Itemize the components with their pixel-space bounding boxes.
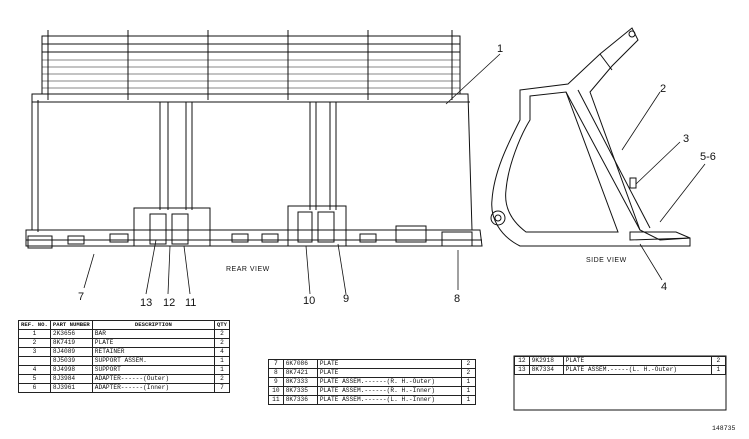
side-view-drawing xyxy=(490,27,691,247)
callout-2: 2 xyxy=(660,83,666,95)
table-header-row: REF. NO. PART NUMBER DESCRIPTION QTY xyxy=(18,320,231,330)
callout-11: 11 xyxy=(185,297,196,309)
header-desc: DESCRIPTION xyxy=(91,320,215,330)
side-view-label: SIDE VIEW xyxy=(586,257,627,264)
leader-lines xyxy=(83,53,706,295)
callout-12: 12 xyxy=(163,297,175,309)
header-qty: QTY xyxy=(213,320,231,330)
drawing-reference-number: 148735 xyxy=(712,425,736,432)
rear-view-label: REAR VIEW xyxy=(226,266,270,273)
rear-view-drawing xyxy=(25,30,483,249)
header-ref: REF. NO. xyxy=(18,320,51,330)
callout-1: 1 xyxy=(497,43,503,55)
header-part: PART NUMBER xyxy=(49,320,93,330)
callout-4: 4 xyxy=(661,281,667,293)
callout-7: 7 xyxy=(78,291,84,303)
callout-3: 3 xyxy=(683,133,689,145)
callout-9: 9 xyxy=(343,293,349,305)
callout-8: 8 xyxy=(454,293,460,305)
callout-10: 10 xyxy=(303,295,315,307)
callout-5-6: 5-6 xyxy=(700,151,716,163)
callout-13: 13 xyxy=(140,297,152,309)
